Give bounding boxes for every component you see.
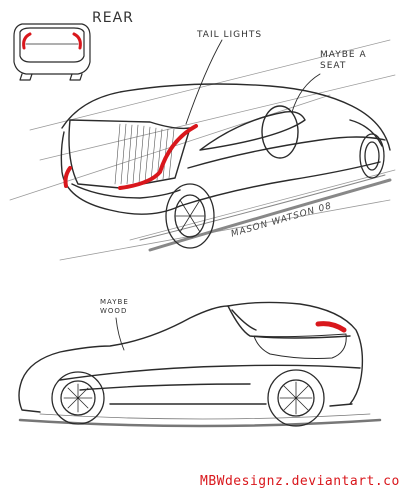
rear-annotation: REAR xyxy=(92,10,134,26)
tail-lights-annotation: TAIL LIGHTS xyxy=(197,30,263,40)
top-car-rear-wheel xyxy=(165,183,215,249)
bottom-car-front-wheel xyxy=(51,371,105,425)
maybe-a-seat-annotation: MAYBE A SEAT xyxy=(320,50,367,71)
rear-thumbnail-tail-lights xyxy=(22,32,82,50)
wood-leader xyxy=(115,317,125,351)
bottom-car-tail-light xyxy=(315,321,347,333)
top-car-tail-lights xyxy=(63,124,198,190)
maybe-wood-annotation: MAYBE WOOD xyxy=(100,298,129,315)
annotation-leaders xyxy=(185,39,321,125)
top-car-front-wheel xyxy=(359,133,385,179)
bottom-car-body xyxy=(18,301,382,428)
bottom-car-rear-wheel xyxy=(267,369,325,427)
rear-view-thumbnail xyxy=(13,23,91,81)
watermark-text: MBWdesignz.deviantart.com xyxy=(200,474,400,489)
